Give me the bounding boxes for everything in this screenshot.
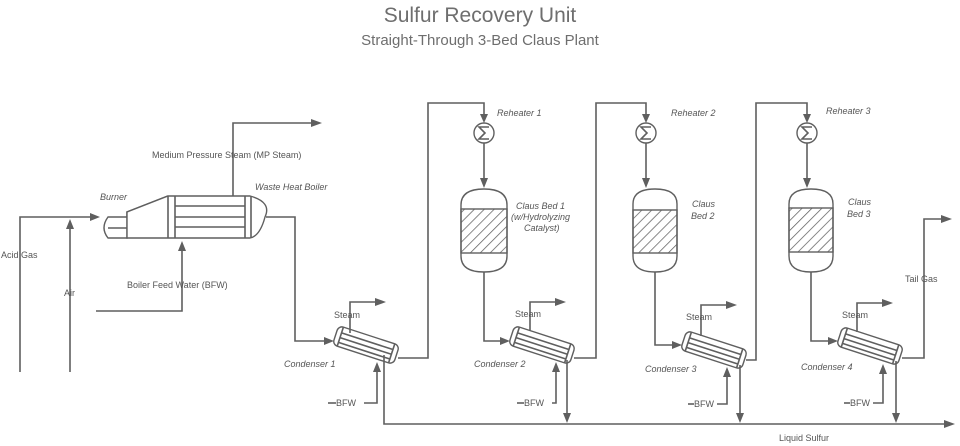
condenser-3-bfw-label: BFW bbox=[694, 399, 715, 409]
bed-3-to-condenser-4-line bbox=[810, 272, 830, 342]
condenser-3-sulfur-drain bbox=[736, 365, 744, 423]
condenser-1 bbox=[333, 326, 399, 364]
tail-gas-label: Tail Gas bbox=[905, 274, 938, 284]
condenser-3-inlet-arrow bbox=[672, 341, 682, 349]
condenser-2-label: Condenser 2 bbox=[474, 359, 526, 369]
condenser-1-label: Condenser 1 bbox=[284, 359, 336, 369]
condenser-4-steam-label: Steam bbox=[842, 310, 868, 320]
condenser-1-steam-line bbox=[349, 298, 386, 333]
condenser-1-steam-label: Steam bbox=[334, 310, 360, 320]
bed-2-to-condenser-3-line bbox=[654, 272, 674, 346]
condenser-2 bbox=[509, 326, 575, 364]
diagram-subtitle: Straight-Through 3-Bed Claus Plant bbox=[361, 32, 599, 49]
condenser-4 bbox=[837, 327, 903, 365]
condenser-2-bfw-label: BFW bbox=[524, 398, 545, 408]
reheater-2-label: Reheater 2 bbox=[671, 108, 716, 118]
whb-to-condenser-1-line bbox=[266, 216, 334, 345]
claus-bed-1-label-line-2: (w/Hydrolyzing bbox=[511, 212, 570, 222]
reheater-3-inlet-arrow bbox=[803, 114, 811, 123]
condenser-3-steam-label: Steam bbox=[686, 312, 712, 322]
condenser-2-inlet-arrow bbox=[500, 337, 510, 345]
condenser-4-bfw-label: BFW bbox=[850, 398, 871, 408]
bed-3-inlet-arrow bbox=[803, 178, 811, 188]
mp-steam-line bbox=[232, 119, 322, 196]
condenser-3 bbox=[681, 331, 747, 369]
tail-gas-line bbox=[902, 215, 952, 359]
condenser-4-bfw-line bbox=[873, 364, 887, 404]
condenser-1-bfw-line bbox=[364, 362, 381, 404]
claus-bed-3-label-line-2: Bed 3 bbox=[847, 209, 871, 219]
reheater-3-label: Reheater 3 bbox=[826, 106, 871, 116]
reheater-2 bbox=[635, 122, 657, 144]
condenser-1-to-reheater-1-line bbox=[398, 102, 485, 359]
condenser-2-to-reheater-2-line bbox=[574, 102, 647, 359]
air-line bbox=[66, 219, 74, 372]
condenser-4-sulfur-drain bbox=[892, 361, 900, 423]
acid-gas-line bbox=[19, 213, 100, 372]
claus-bed-3-label-line-1: Claus bbox=[848, 197, 872, 207]
reheater-2-inlet-arrow bbox=[642, 114, 650, 123]
waste-heat-boiler-label: Waste Heat Boiler bbox=[255, 182, 328, 192]
liquid-sulfur-label: Liquid Sulfur bbox=[779, 433, 829, 443]
air-label: Air bbox=[64, 288, 75, 298]
claus-bed-1-label-line-1: Claus Bed 1 bbox=[516, 201, 565, 211]
bed-2-inlet-arrow bbox=[642, 178, 650, 188]
bed-1-inlet-arrow bbox=[480, 178, 488, 188]
waste-heat-boiler bbox=[126, 195, 268, 239]
condenser-4-steam-line bbox=[856, 299, 893, 332]
condenser-2-sulfur-drain bbox=[563, 360, 571, 423]
burner-label: Burner bbox=[100, 192, 128, 202]
claus-bed-2-label-line-2: Bed 2 bbox=[691, 211, 715, 221]
liquid-sulfur-header bbox=[383, 355, 955, 428]
condenser-3-to-reheater-3-line bbox=[746, 102, 808, 361]
claus-bed-1-label-line-3: Catalyst) bbox=[524, 223, 560, 233]
boiler-feed-water-line bbox=[96, 241, 186, 312]
condenser-3-label: Condenser 3 bbox=[645, 364, 697, 374]
condenser-1-bfw-label: BFW bbox=[336, 398, 357, 408]
diagram-title: Sulfur Recovery Unit bbox=[383, 4, 577, 27]
reheater-1-label: Reheater 1 bbox=[497, 108, 542, 118]
condenser-4-label: Condenser 4 bbox=[801, 362, 853, 372]
boiler-feed-water-label: Boiler Feed Water (BFW) bbox=[127, 280, 228, 290]
condenser-2-bfw-line bbox=[552, 362, 560, 404]
acid-gas-label: Acid Gas bbox=[1, 250, 38, 260]
bed-1-to-condenser-2-line bbox=[483, 272, 502, 342]
reheater-1 bbox=[473, 122, 495, 144]
condenser-3-steam-line bbox=[700, 301, 737, 336]
condenser-2-steam-label: Steam bbox=[515, 309, 541, 319]
reheater-3 bbox=[796, 122, 818, 144]
claus-bed-1 bbox=[460, 188, 508, 273]
condenser-2-steam-line bbox=[529, 298, 566, 331]
claus-bed-3 bbox=[788, 188, 834, 273]
claus-bed-2-label-line-1: Claus bbox=[692, 199, 716, 209]
reheater-1-inlet-arrow bbox=[480, 114, 488, 123]
condenser-3-bfw-line bbox=[717, 367, 731, 405]
mp-steam-label: Medium Pressure Steam (MP Steam) bbox=[152, 150, 301, 160]
claus-bed-2 bbox=[632, 188, 678, 273]
condenser-4-inlet-arrow bbox=[828, 337, 838, 345]
